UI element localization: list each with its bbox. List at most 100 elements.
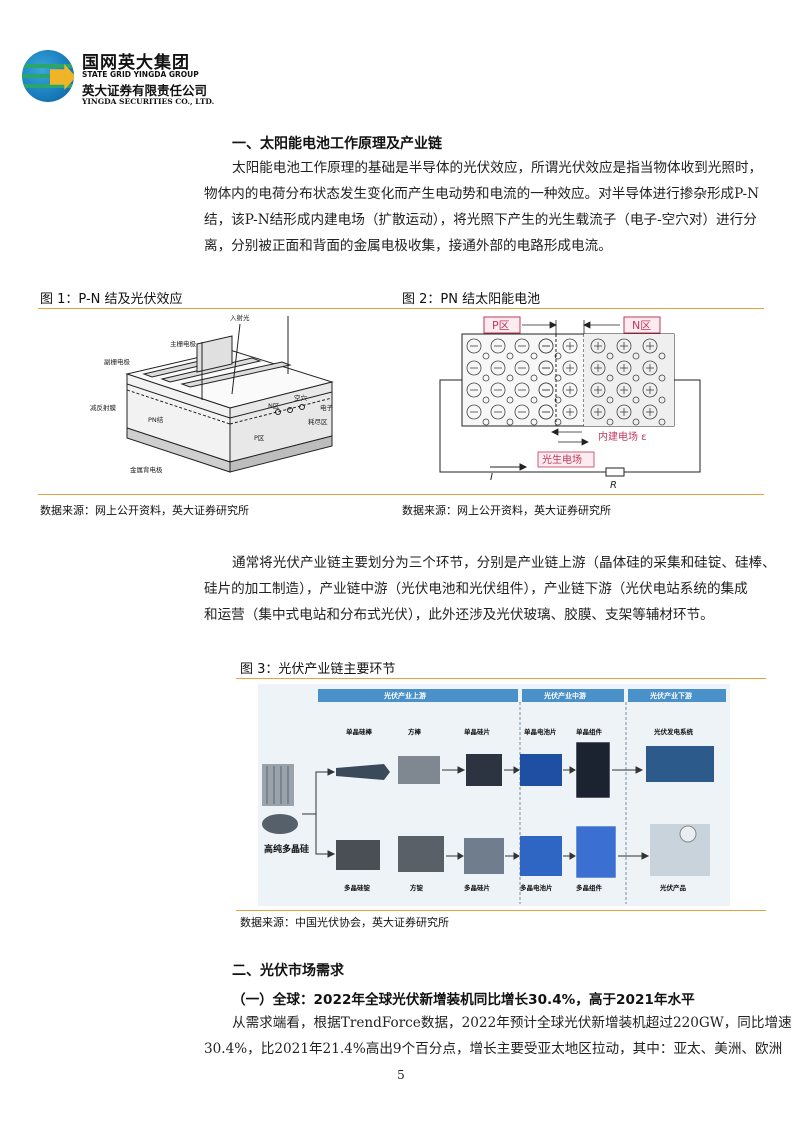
label-p-region: P区 bbox=[254, 434, 265, 442]
company-name-en: YINGDA SECURITIES CO., LTD. bbox=[82, 97, 215, 106]
carrier-symbol bbox=[490, 338, 506, 354]
figure3-source: 数据来源：中国光伏协会，英大证券研究所 bbox=[240, 916, 449, 929]
stage-downstream: 光伏产业下游 bbox=[649, 691, 692, 700]
label-p-zone: P区 bbox=[492, 319, 510, 332]
carrier-symbol bbox=[642, 360, 658, 376]
carrier-symbol bbox=[642, 404, 658, 420]
carrier-symbol bbox=[606, 352, 614, 360]
label-current: I bbox=[490, 472, 493, 483]
label-photo-field: 光生电场 bbox=[542, 453, 582, 466]
label-square-ingot: 方锭 bbox=[410, 883, 424, 892]
label-mono-wafer: 单晶硅片 bbox=[464, 727, 490, 736]
carrier-symbol bbox=[506, 418, 514, 426]
carrier-symbol bbox=[562, 382, 578, 398]
carrier-symbol bbox=[606, 396, 614, 404]
carrier-symbol bbox=[538, 360, 554, 376]
figure1-source: 数据来源：网上公开资料，英大证券研究所 bbox=[40, 504, 249, 517]
label-pv-products: 光伏产品 bbox=[659, 883, 687, 892]
carrier-symbol bbox=[632, 418, 640, 426]
label-pv-system: 光伏发电系统 bbox=[653, 727, 694, 736]
label-poly-module: 多晶组件 bbox=[576, 883, 603, 892]
paragraph-line: 和运营（集中式电站和分布式光伏），此外还涉及光伏玻璃、胶膜、支架等辅材环节。 bbox=[204, 607, 714, 623]
section-subtitle-global: （一）全球：2022年全球光伏新增装机同比增长30.4%，高于2021年水平 bbox=[232, 992, 695, 1008]
carrier-symbol bbox=[606, 418, 614, 426]
carrier-symbol bbox=[616, 338, 632, 354]
label-high-purity-polysilicon: 高纯多晶硅 bbox=[264, 843, 309, 855]
paragraph-line: 硅片的加工制造），产业链中游（光伏电池和光伏组件），产业链下游（光伏电站系统的集… bbox=[204, 581, 748, 597]
label-poly-ingot: 多晶硅锭 bbox=[344, 883, 371, 892]
carrier-symbol bbox=[506, 396, 514, 404]
stage-upstream: 光伏产业上游 bbox=[383, 691, 426, 700]
carrier-symbol bbox=[642, 338, 658, 354]
label-poly-wafer: 多晶硅片 bbox=[464, 883, 490, 892]
carrier-symbol bbox=[642, 382, 658, 398]
carrier-symbol bbox=[590, 338, 606, 354]
figure3-industry-chain: 光伏产业上游 光伏产业中游 光伏产业下游 高纯多晶硅 单晶硅棒 方棒 单晶硅片 … bbox=[258, 684, 730, 906]
carrier-symbol bbox=[554, 418, 562, 426]
paragraph-line: 物体内的电荷分布状态发生变化而产生电动势和电流的一种效应。对半导体进行掺杂形成P… bbox=[204, 186, 760, 202]
company-name-cn: 英大证券有限责任公司 bbox=[82, 83, 208, 98]
carrier-symbol bbox=[538, 338, 554, 354]
carrier-symbol bbox=[616, 360, 632, 376]
carrier-symbol bbox=[466, 360, 482, 376]
carrier-symbol bbox=[590, 404, 606, 420]
brand-name-en: STATE GRID YINGDA GROUP bbox=[82, 70, 199, 79]
company-header: 国网英大集团 STATE GRID YINGDA GROUP 英大证券有限责任公… bbox=[20, 46, 280, 108]
label-ar-film: 减反射膜 bbox=[90, 403, 117, 412]
figure-bottom-rule bbox=[38, 494, 764, 495]
label-depletion: 耗尽区 bbox=[308, 418, 328, 426]
carrier-symbol bbox=[490, 404, 506, 420]
label-poly-cell: 多晶电池片 bbox=[520, 883, 553, 892]
carrier-symbol bbox=[530, 352, 538, 360]
carrier-symbol bbox=[538, 382, 554, 398]
carrier-symbol bbox=[482, 352, 490, 360]
label-n-zone: N区 bbox=[632, 319, 651, 332]
carrier-symbol bbox=[466, 404, 482, 420]
label-resistor: R bbox=[610, 480, 617, 490]
carrier-symbol bbox=[482, 418, 490, 426]
figure3-bottom-rule bbox=[236, 910, 766, 911]
carrier-symbol bbox=[658, 352, 666, 360]
carrier-symbol bbox=[658, 418, 666, 426]
paragraph-line: 30.4%，比2021年21.4%高出9个百分点，增长主要受亚太地区拉动，其中：… bbox=[204, 1041, 783, 1057]
carrier-symbol bbox=[562, 338, 578, 354]
carrier-symbol bbox=[514, 382, 530, 398]
label-main-grid: 主栅电极 bbox=[170, 339, 197, 348]
label-n-region: N区 bbox=[268, 402, 280, 410]
figure2-source: 数据来源：网上公开资料，英大证券研究所 bbox=[402, 504, 611, 517]
figure3-caption: 图 3：光伏产业链主要环节 bbox=[240, 662, 396, 677]
label-mono-module: 单晶组件 bbox=[576, 727, 603, 736]
carrier-symbol bbox=[514, 338, 530, 354]
figure1-caption: 图 1：P-N 结及光伏效应 bbox=[40, 292, 183, 307]
carrier-symbol bbox=[554, 396, 562, 404]
figure-top-rule bbox=[38, 308, 764, 309]
label-electron: 电子 bbox=[320, 403, 334, 412]
label-metal-base: 金属背电极 bbox=[130, 465, 163, 474]
paragraph-line: 离，分别被正面和背面的金属电极收集，接通外部的电路形成电流。 bbox=[204, 238, 612, 254]
figure2-caption: 图 2：PN 结太阳能电池 bbox=[402, 292, 541, 307]
carrier-symbol bbox=[506, 352, 514, 360]
industry-chain-paragraph: 通常将光伏产业链主要划分为三个环节，分别是产业链上游（晶体硅的采集和硅锭、硅棒、… bbox=[204, 550, 776, 628]
label-square-rod: 方棒 bbox=[408, 727, 422, 736]
carrier-symbol bbox=[632, 374, 640, 382]
carrier-symbol bbox=[466, 338, 482, 354]
paragraph-line: 结，该P-N结形成内建电场（扩散运动），将光照下产生的光生载流子（电子-空穴对）… bbox=[204, 212, 757, 228]
carrier-symbol bbox=[632, 396, 640, 404]
label-incident-light: 入射光 bbox=[230, 313, 250, 322]
carrier-symbol bbox=[554, 352, 562, 360]
paragraph-line: 太阳能电池工作原理的基础是半导体的光伏效应，所谓光伏效应是指当物体收到光照时， bbox=[232, 160, 763, 176]
carrier-symbol bbox=[490, 360, 506, 376]
section-title-principle: 一、太阳能电池工作原理及产业链 bbox=[232, 136, 442, 152]
label-mono-cell: 单晶电池片 bbox=[524, 727, 557, 736]
carrier-symbol bbox=[482, 396, 490, 404]
carrier-symbol bbox=[554, 374, 562, 382]
brand-name-cn: 国网英大集团 bbox=[82, 53, 190, 73]
paragraph-line: 通常将光伏产业链主要划分为三个环节，分别是产业链上游（晶体硅的采集和硅锭、硅棒、 bbox=[232, 555, 776, 571]
market-paragraph: 从需求端看，根据TrendForce数据，2022年预计全球光伏新增装机超过22… bbox=[204, 1010, 792, 1062]
label-sub-grid: 副栅电极 bbox=[104, 357, 131, 366]
figure2-solar-cell-diagram: P区 N区 内建电场 ε 光生电场 I R bbox=[439, 316, 701, 490]
carrier-symbol bbox=[466, 382, 482, 398]
carrier-symbol bbox=[658, 396, 666, 404]
section-title-market-demand: 二、光伏市场需求 bbox=[232, 963, 344, 979]
carrier-symbol bbox=[530, 396, 538, 404]
